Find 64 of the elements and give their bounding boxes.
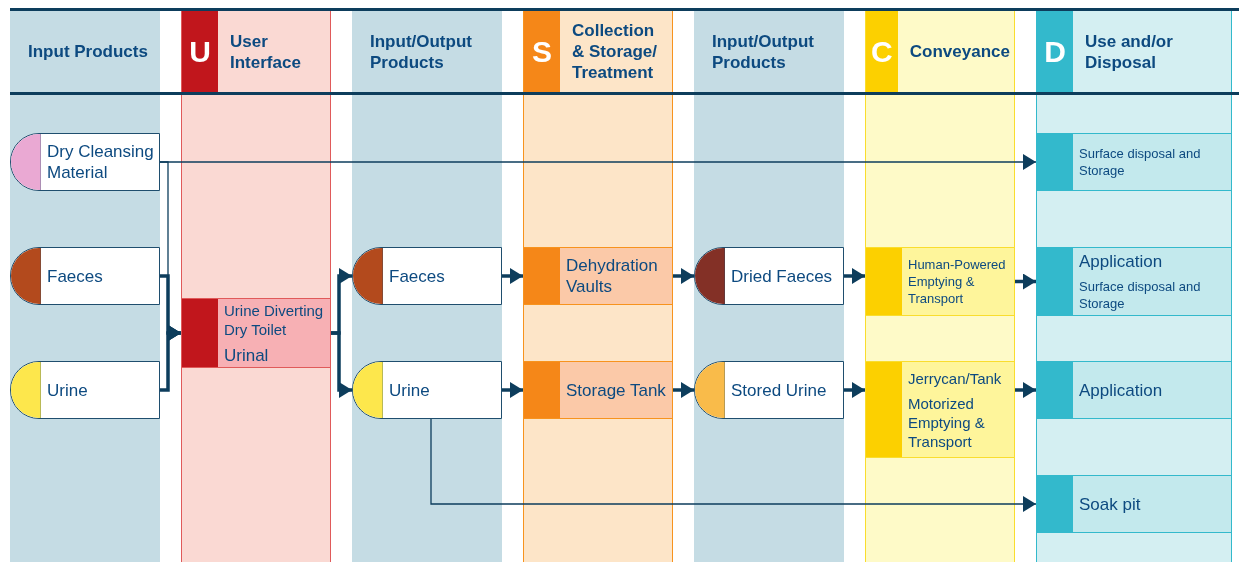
technology-label: Soak pit xyxy=(1079,493,1141,515)
stage-letter: S xyxy=(524,10,560,93)
arrow xyxy=(1015,273,1036,290)
technology-label: Motorized Emptying & Transport xyxy=(908,393,986,451)
technology-label: Jerrycan/Tank xyxy=(908,368,1003,388)
product-pill xyxy=(10,133,160,191)
product-label: Faeces xyxy=(47,265,103,287)
column-heading: Input Products xyxy=(28,41,148,62)
product-pill xyxy=(10,247,160,305)
technology-label: Storage Tank xyxy=(566,379,666,401)
user-interface-column xyxy=(181,10,331,562)
input-column xyxy=(10,10,160,562)
technology-label: Urine Diverting Dry Toilet xyxy=(224,300,325,339)
arrow xyxy=(502,268,523,284)
arrow xyxy=(673,382,694,398)
stage-letter: C xyxy=(866,10,898,93)
product-label: Urine xyxy=(47,379,88,401)
input-output-column xyxy=(694,10,844,562)
technology-box xyxy=(1036,247,1232,316)
product-label: Stored Urine xyxy=(731,379,827,401)
product-label: Urine xyxy=(389,379,430,401)
product-pill xyxy=(352,247,502,305)
stage-letter: U xyxy=(182,10,218,93)
arrow xyxy=(502,382,523,398)
technology-box xyxy=(865,247,1015,316)
technology-label: Dehydration Vaults xyxy=(566,255,659,297)
arrow xyxy=(844,382,865,398)
technology-label: Human-Powered Emptying & Transport xyxy=(908,256,1007,307)
arrow xyxy=(430,418,1037,512)
product-label: Dried Faeces xyxy=(731,265,833,287)
stage-letter: D xyxy=(1037,10,1073,93)
arrow xyxy=(331,331,352,398)
product-pill xyxy=(694,361,844,419)
arrow xyxy=(844,268,865,284)
technology-box xyxy=(1036,475,1232,533)
arrow xyxy=(1015,382,1036,398)
column-heading: Collection & Storage/ Treatment xyxy=(572,20,659,83)
product-pill xyxy=(352,361,502,419)
storage-column xyxy=(523,10,673,562)
technology-label: Urinal xyxy=(224,344,270,366)
technology-box xyxy=(523,247,673,305)
product-pill xyxy=(10,361,160,419)
column-heading: Input/Output Products xyxy=(370,30,473,73)
disposal-column xyxy=(1036,10,1232,562)
product-pill xyxy=(694,247,844,305)
technology-label: Application xyxy=(1079,251,1164,272)
technology-box xyxy=(181,298,331,368)
conveyance-column xyxy=(865,10,1015,562)
technology-label: Surface disposal and Storage xyxy=(1079,278,1202,312)
column-heading: Conveyance xyxy=(909,41,1010,62)
technology-box xyxy=(1036,133,1232,191)
column-heading: Use and/or Disposal xyxy=(1085,30,1174,73)
product-label: Faeces xyxy=(389,265,445,287)
arrow xyxy=(160,325,181,392)
technology-box xyxy=(523,361,673,419)
technology-label: Surface disposal and Storage xyxy=(1079,145,1202,179)
input-output-column xyxy=(352,10,502,562)
arrow xyxy=(673,268,694,284)
column-heading: User Interface xyxy=(230,30,302,73)
column-heading: Input/Output Products xyxy=(712,30,815,73)
technology-label: Application xyxy=(1079,379,1163,401)
technology-box xyxy=(1036,361,1232,419)
technology-box xyxy=(865,361,1015,458)
product-label: Dry Cleansing Material xyxy=(47,141,155,183)
